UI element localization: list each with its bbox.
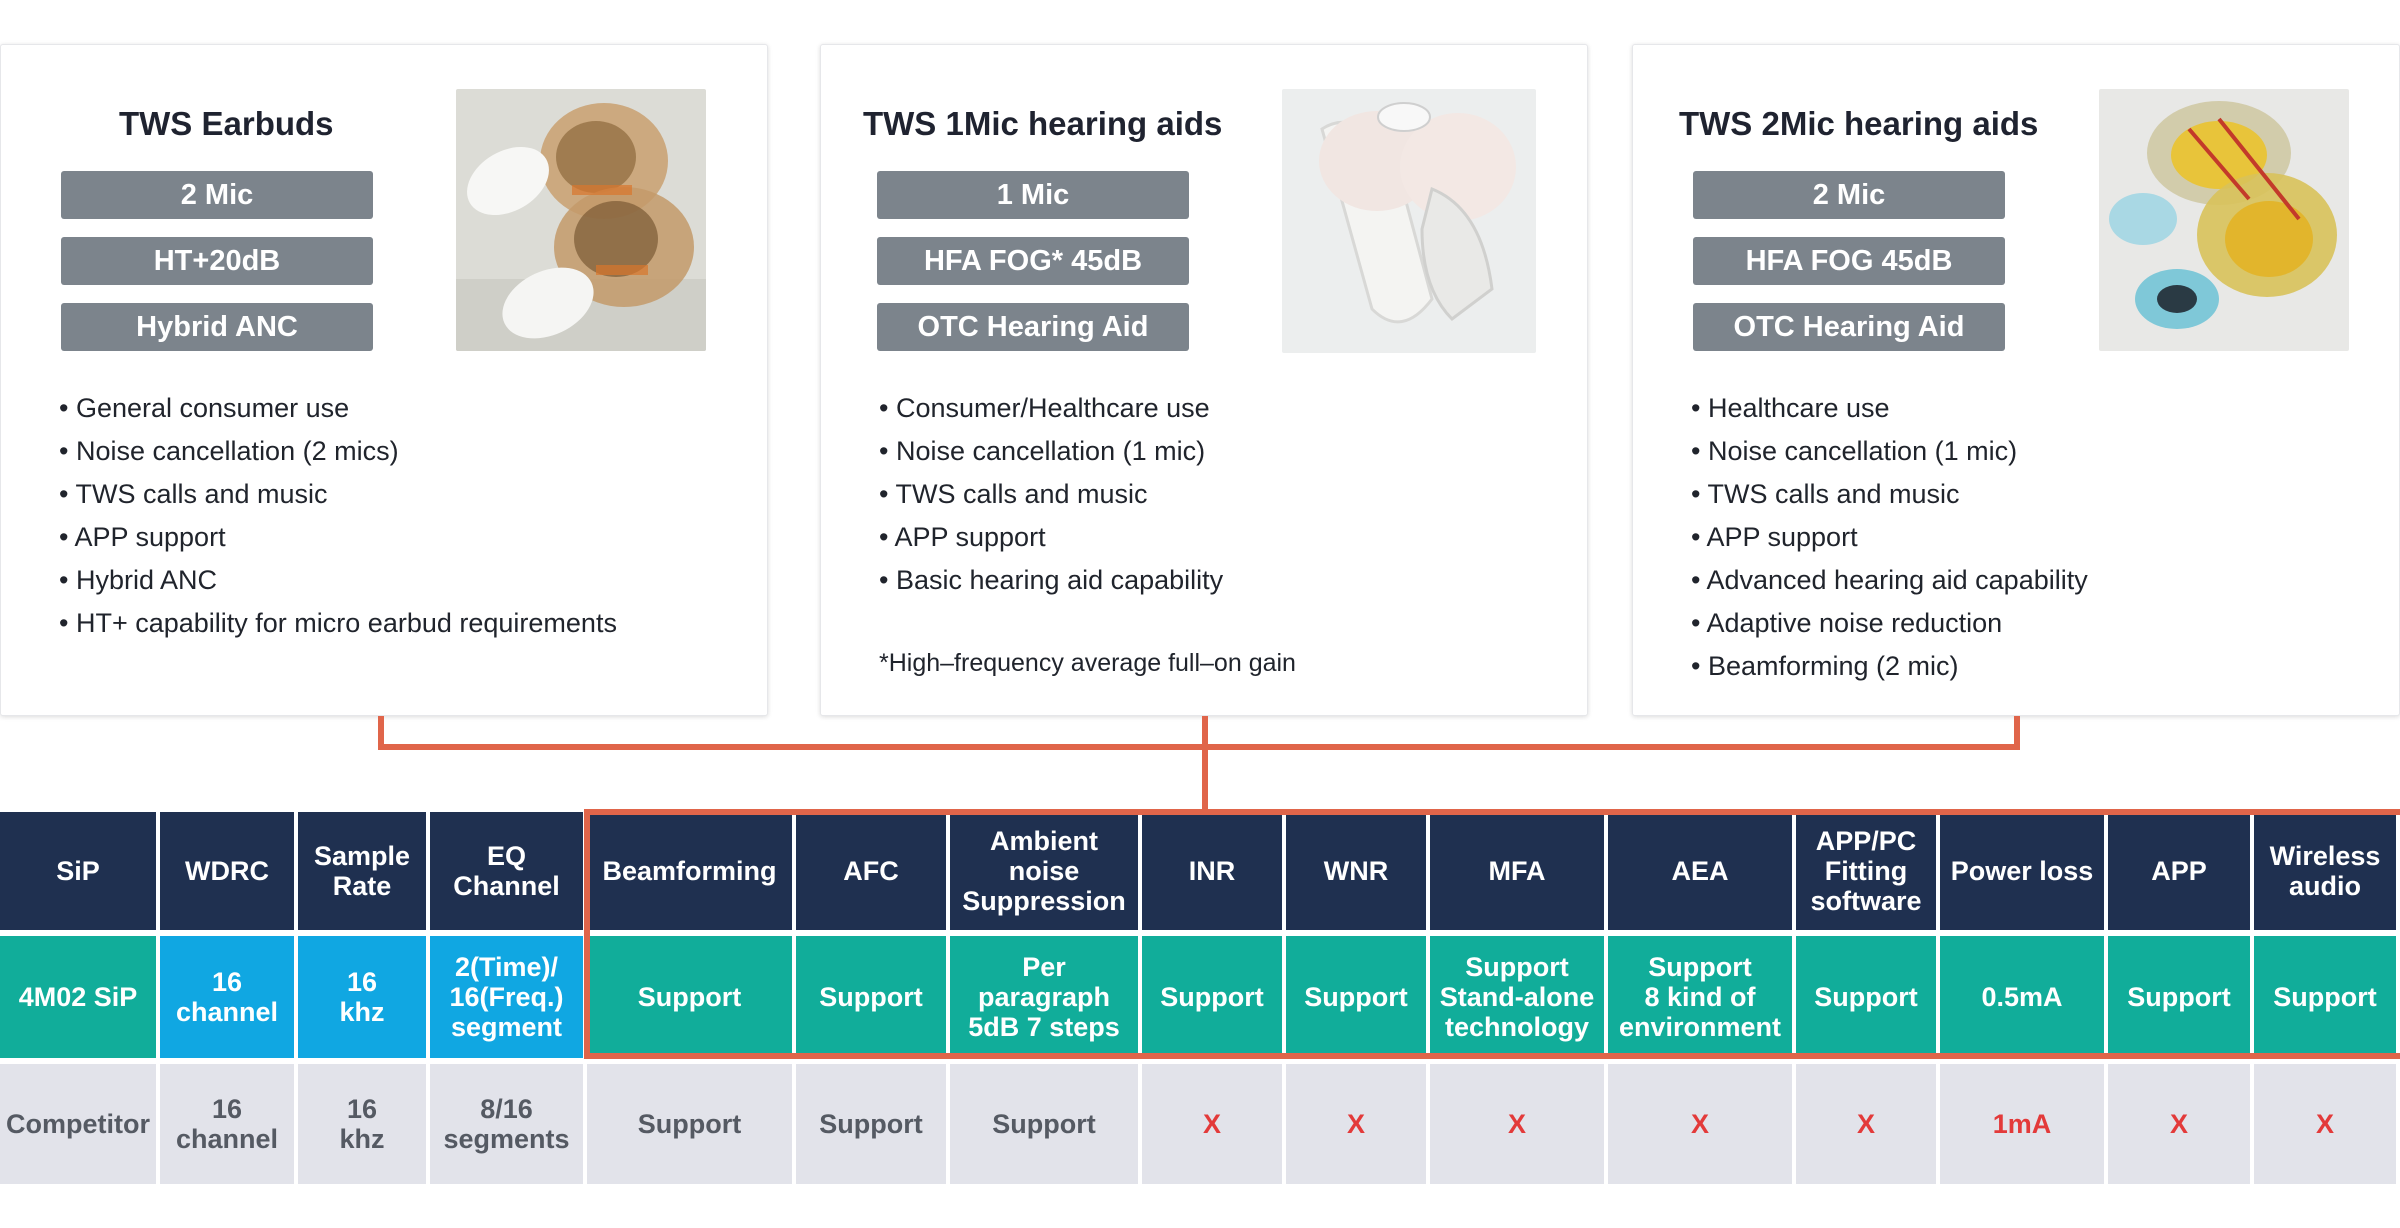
table-header-cell: AFC <box>796 812 946 930</box>
feature-item: Advanced hearing aid capability <box>1691 559 2087 602</box>
feature-item: HT+ capability for micro earbud requirem… <box>59 602 617 645</box>
spec-badge: 2 Mic <box>1693 171 2005 219</box>
competitor-spec-cell: X <box>2108 1064 2250 1184</box>
hearing-aid-2mic-photo <box>2099 89 2349 351</box>
table-header-cell: Power loss <box>1940 812 2104 930</box>
spec-badge: OTC Hearing Aid <box>1693 303 2005 351</box>
competitor-spec-cell: X <box>1142 1064 1282 1184</box>
product-spec-cell: Support <box>1286 936 1426 1058</box>
competitor-spec-cell: Support <box>587 1064 792 1184</box>
product-spec-cell: Support Stand-alone technology <box>1430 936 1604 1058</box>
card-title: TWS 1Mic hearing aids <box>863 105 1223 142</box>
product-spec-cell: 2(Time)/ 16(Freq.) segment <box>430 936 583 1058</box>
feature-item: APP support <box>879 516 1223 559</box>
table-header-cell: Sample Rate <box>298 812 426 930</box>
table-header-cell: WNR <box>1286 812 1426 930</box>
feature-item: APP support <box>1691 516 2088 559</box>
competitor-spec-cell: 8/16 segments <box>430 1064 583 1184</box>
table-header-cell: INR <box>1142 812 1282 930</box>
product-spec-cell: Support <box>587 936 792 1058</box>
table-header-cell: WDRC <box>160 812 294 930</box>
spec-badge: HFA FOG 45dB <box>1693 237 2005 285</box>
product-card-earbuds: TWS Earbuds 2 Mic HT+20dB Hybrid ANC Gen… <box>0 44 768 716</box>
competitor-spec-cell: X <box>1608 1064 1792 1184</box>
competitor-spec-cell: X <box>1430 1064 1604 1184</box>
spec-badge: HT+20dB <box>61 237 373 285</box>
connector-line <box>378 744 2020 750</box>
feature-item: General consumer use <box>59 387 617 430</box>
earbuds-photo <box>456 89 706 351</box>
feature-item: TWS calls and music <box>1691 473 2088 516</box>
card-title: TWS Earbuds <box>119 105 334 142</box>
feature-item: Noise cancellation (2 mics) <box>59 430 617 473</box>
competitor-spec-cell: X <box>1286 1064 1426 1184</box>
product-spec-cell: 16 channel <box>160 936 294 1058</box>
product-spec-cell: Support <box>796 936 946 1058</box>
table-header-cell: MFA <box>1430 812 1604 930</box>
product-spec-cell: 4M02 SiP <box>0 936 156 1058</box>
table-header-cell: Beamforming <box>587 812 792 930</box>
product-spec-cell: Support <box>1142 936 1282 1058</box>
feature-list: Consumer/Healthcare use Noise cancellati… <box>879 387 1223 602</box>
feature-item: TWS calls and music <box>59 473 617 516</box>
feature-list: Healthcare use Noise cancellation (1 mic… <box>1691 387 2088 688</box>
product-spec-cell: 0.5mA <box>1940 936 2104 1058</box>
spec-badge: HFA FOG* 45dB <box>877 237 1189 285</box>
feature-item: Beamforming (2 mic) <box>1691 645 2088 688</box>
feature-item: Hybrid ANC <box>59 559 617 602</box>
product-spec-cell: Support <box>2108 936 2250 1058</box>
spec-badge: Hybrid ANC <box>61 303 373 351</box>
competitor-spec-cell: X <box>2254 1064 2396 1184</box>
feature-item: Healthcare use <box>1691 387 2088 430</box>
competitor-spec-cell: 16 khz <box>298 1064 426 1184</box>
competitor-spec-cell: 16 channel <box>160 1064 294 1184</box>
feature-item: Noise cancellation (1 mic) <box>1691 430 2088 473</box>
feature-item: Basic hearing aid capability <box>879 559 1223 602</box>
hearing-aid-1mic-photo <box>1282 89 1536 353</box>
feature-item: Noise cancellation (1 mic) <box>879 430 1223 473</box>
feature-list: General consumer use Noise cancellation … <box>59 387 617 645</box>
feature-item: Consumer/Healthcare use <box>879 387 1223 430</box>
spec-badge: 1 Mic <box>877 171 1189 219</box>
table-header-cell: AEA <box>1608 812 1792 930</box>
competitor-spec-cell: 1mA <box>1940 1064 2104 1184</box>
product-spec-cell: Per paragraph 5dB 7 steps <box>950 936 1138 1058</box>
table-header-cell: SiP <box>0 812 156 930</box>
table-header-cell: EQ Channel <box>430 812 583 930</box>
feature-item: TWS calls and music <box>879 473 1223 516</box>
product-card-1mic-hearing-aid: TWS 1Mic hearing aids 1 Mic HFA FOG* 45d… <box>820 44 1588 716</box>
product-spec-cell: Support <box>1796 936 1936 1058</box>
connector-line <box>2014 716 2020 750</box>
table-header-cell: APP/PC Fitting software <box>1796 812 1936 930</box>
product-spec-cell: 16 khz <box>298 936 426 1058</box>
table-header-cell: Ambient noise Suppression <box>950 812 1138 930</box>
product-spec-cell: Support <box>2254 936 2396 1058</box>
spec-badge: OTC Hearing Aid <box>877 303 1189 351</box>
product-card-2mic-hearing-aid: TWS 2Mic hearing aids 2 Mic HFA FOG 45dB… <box>1632 44 2400 716</box>
product-spec-cell: Support 8 kind of environment <box>1608 936 1792 1058</box>
competitor-spec-cell: X <box>1796 1064 1936 1184</box>
feature-item: APP support <box>59 516 617 559</box>
card-title: TWS 2Mic hearing aids <box>1679 105 2039 142</box>
spec-badge: 2 Mic <box>61 171 373 219</box>
table-header-cell: APP <box>2108 812 2250 930</box>
feature-item: Adaptive noise reduction <box>1691 602 2088 645</box>
connector-line <box>378 716 384 750</box>
competitor-spec-cell: Competitor <box>0 1064 156 1184</box>
table-header-cell: Wireless audio <box>2254 812 2396 930</box>
footnote: *High–frequency average full–on gain <box>879 649 1296 677</box>
competitor-spec-cell: Support <box>950 1064 1138 1184</box>
competitor-spec-cell: Support <box>796 1064 946 1184</box>
connector-line <box>1202 716 1208 812</box>
